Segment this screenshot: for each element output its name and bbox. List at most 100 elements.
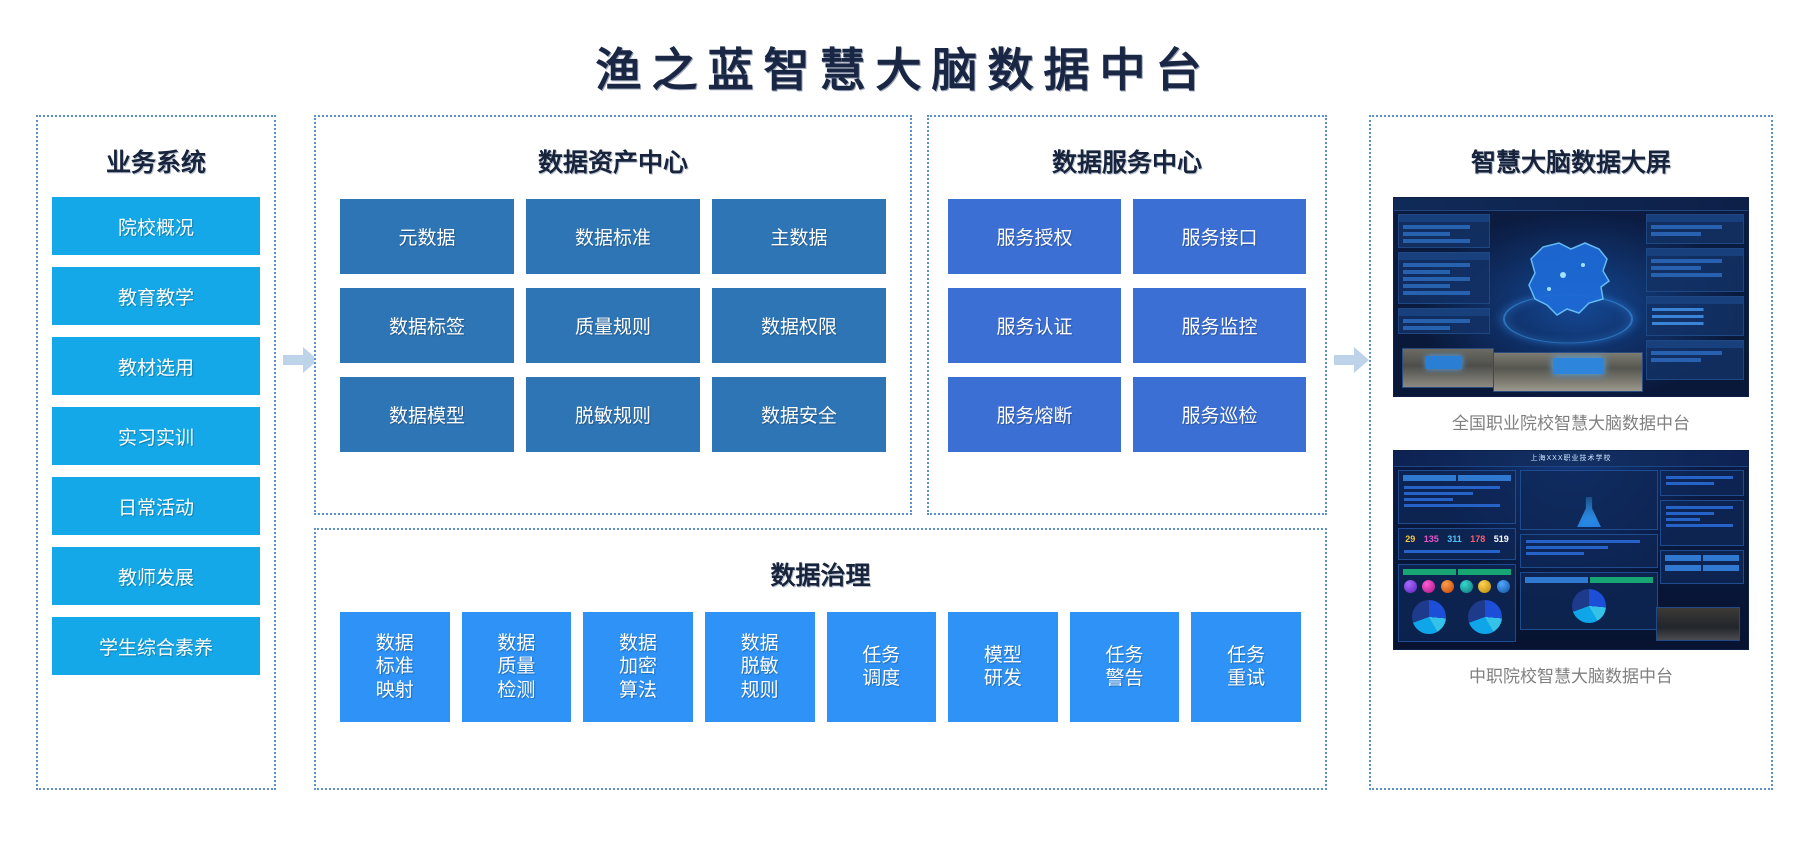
- card-bar: [1526, 546, 1608, 549]
- card-bar: [1652, 315, 1738, 318]
- dashboard-left-column-2: 29 135 311 178 519: [1398, 470, 1516, 645]
- dashboard-card: [1660, 500, 1744, 546]
- business-item-0[interactable]: 院校概况: [52, 197, 260, 255]
- service-item-2[interactable]: 服务认证: [948, 288, 1121, 363]
- service-item-4[interactable]: 服务熔断: [948, 377, 1121, 452]
- card-bar: [1666, 476, 1734, 479]
- card-header-bar: [1399, 215, 1489, 222]
- service-item-3[interactable]: 服务监控: [1133, 288, 1306, 363]
- card-chip: [1665, 565, 1701, 571]
- business-item-2[interactable]: 教材选用: [52, 337, 260, 395]
- metric-circle: [1422, 580, 1436, 593]
- business-system-panel: 业务系统 院校概况 教育教学 教材选用 实习实训 日常活动 教师发展 学生综合素…: [36, 115, 276, 790]
- governance-item-4[interactable]: 任务 调度: [826, 612, 937, 722]
- governance-item-6[interactable]: 任务 警告: [1069, 612, 1180, 722]
- governance-item-3[interactable]: 数据 脱敏 规则: [704, 612, 815, 722]
- card-chip-row: [1663, 553, 1741, 563]
- card-header-bar: [1647, 215, 1743, 222]
- pie-chart-row: [1523, 589, 1655, 623]
- classroom-photo-thumb-2: [1656, 607, 1740, 641]
- asset-item-0[interactable]: 元数据: [340, 199, 514, 274]
- data-asset-center-panel: 数据资产中心 元数据 数据标准 主数据 数据标签 质量规则 数据权限 数据模型 …: [314, 115, 912, 515]
- governance-item-2[interactable]: 数据 加密 算法: [583, 612, 693, 722]
- card-chip: [1703, 565, 1739, 571]
- governance-item-1[interactable]: 数据 质量 检测: [461, 612, 572, 722]
- metric-circle-row: [1401, 577, 1513, 596]
- business-item-1[interactable]: 教育教学: [52, 267, 260, 325]
- dashboard-map-area-1: [1493, 214, 1643, 352]
- card-chip-row: [1663, 563, 1741, 573]
- dashboard-caption-vocational: 中职院校智慧大脑数据中台: [1469, 667, 1673, 686]
- data-asset-grid: 元数据 数据标准 主数据 数据标签 质量规则 数据权限 数据模型 脱敏规则 数据…: [316, 199, 910, 452]
- asset-item-7[interactable]: 脱敏规则: [526, 377, 700, 452]
- asset-item-6[interactable]: 数据模型: [340, 377, 514, 452]
- governance-item-0[interactable]: 数据 标准 映射: [340, 612, 450, 722]
- dashboard-card: [1520, 534, 1658, 568]
- dashboard-topbar-1: [1394, 198, 1748, 211]
- data-governance-panel: 数据治理 数据 标准 映射 数据 质量 检测 数据 加密 算法 数据 脱敏 规则…: [314, 528, 1327, 790]
- card-chip: [1590, 577, 1653, 583]
- metric-circle: [1403, 580, 1417, 593]
- card-bar: [1404, 486, 1501, 489]
- dashboard-screenshot-vocational[interactable]: 上海XXX职业技术学校 29: [1393, 450, 1749, 650]
- service-item-5[interactable]: 服务巡检: [1133, 377, 1306, 452]
- card-bar: [1403, 225, 1470, 229]
- card-chip: [1403, 569, 1456, 575]
- dashboard-shot-wrap: 全国职业院校智慧大脑数据中台 上海XXX职业技术学校: [1371, 197, 1771, 687]
- asset-item-2[interactable]: 主数据: [712, 199, 886, 274]
- card-bar: [1403, 263, 1470, 267]
- pie-chart-row: [1401, 600, 1513, 634]
- governance-item-5[interactable]: 模型 研发: [948, 612, 1058, 722]
- card-bar: [1403, 326, 1450, 330]
- data-governance-heading: 数据治理: [770, 562, 871, 590]
- metric-circle: [1459, 580, 1473, 593]
- asset-item-8[interactable]: 数据安全: [712, 377, 886, 452]
- business-item-3[interactable]: 实习实训: [52, 407, 260, 465]
- card-chip: [1525, 577, 1588, 583]
- metric-circle: [1441, 580, 1455, 593]
- service-item-1[interactable]: 服务接口: [1133, 199, 1306, 274]
- dashboard-card: [1660, 470, 1744, 496]
- card-bar: [1403, 232, 1450, 236]
- service-item-0[interactable]: 服务授权: [948, 199, 1121, 274]
- data-service-center-panel: 数据服务中心 服务授权 服务接口 服务认证 服务监控 服务熔断 服务巡检: [927, 115, 1327, 515]
- classroom-photo-thumb: [1402, 348, 1494, 388]
- card-bar: [1651, 225, 1723, 229]
- card-bar: [1403, 319, 1470, 323]
- stat-value-1: 135: [1423, 534, 1439, 544]
- dashboard-card: [1398, 308, 1490, 334]
- data-asset-center-heading: 数据资产中心: [537, 149, 688, 177]
- pie-chart: [1572, 589, 1606, 623]
- business-system-heading: 业务系统: [105, 149, 206, 177]
- governance-item-7[interactable]: 任务 重试: [1191, 612, 1301, 722]
- asset-item-5[interactable]: 数据权限: [712, 288, 886, 363]
- asset-item-4[interactable]: 质量规则: [526, 288, 700, 363]
- card-bar: [1651, 351, 1723, 355]
- business-item-6[interactable]: 学生综合素养: [52, 617, 260, 675]
- card-header-bar: [1399, 309, 1489, 316]
- card-bar: [1666, 518, 1701, 521]
- dashboard-caption-national: 全国职业院校智慧大脑数据中台: [1452, 414, 1690, 433]
- dashboard-header-title-2: 上海XXX职业技术学校: [1394, 451, 1748, 467]
- classroom-photo-large: [1493, 352, 1643, 392]
- asset-item-1[interactable]: 数据标准: [526, 199, 700, 274]
- card-chip-row: [1523, 575, 1655, 585]
- card-bar: [1652, 308, 1738, 311]
- card-bar: [1403, 239, 1470, 243]
- card-chip: [1703, 555, 1739, 561]
- card-bar: [1403, 291, 1470, 295]
- dashboard-flask-card: [1520, 470, 1658, 530]
- data-service-grid: 服务授权 服务接口 服务认证 服务监控 服务熔断 服务巡检: [929, 199, 1325, 452]
- card-bar: [1403, 277, 1470, 281]
- card-bar: [1666, 524, 1734, 527]
- business-item-4[interactable]: 日常活动: [52, 477, 260, 535]
- business-item-5[interactable]: 教师发展: [52, 547, 260, 605]
- dashboard-screenshot-national[interactable]: [1393, 197, 1749, 397]
- stat-value-3: 178: [1470, 534, 1486, 544]
- asset-item-3[interactable]: 数据标签: [340, 288, 514, 363]
- dashboard-card: [1398, 470, 1516, 524]
- card-bar: [1666, 512, 1715, 515]
- card-chip: [1458, 569, 1511, 575]
- dashboard-screens-panel: 智慧大脑数据大屏: [1369, 115, 1773, 790]
